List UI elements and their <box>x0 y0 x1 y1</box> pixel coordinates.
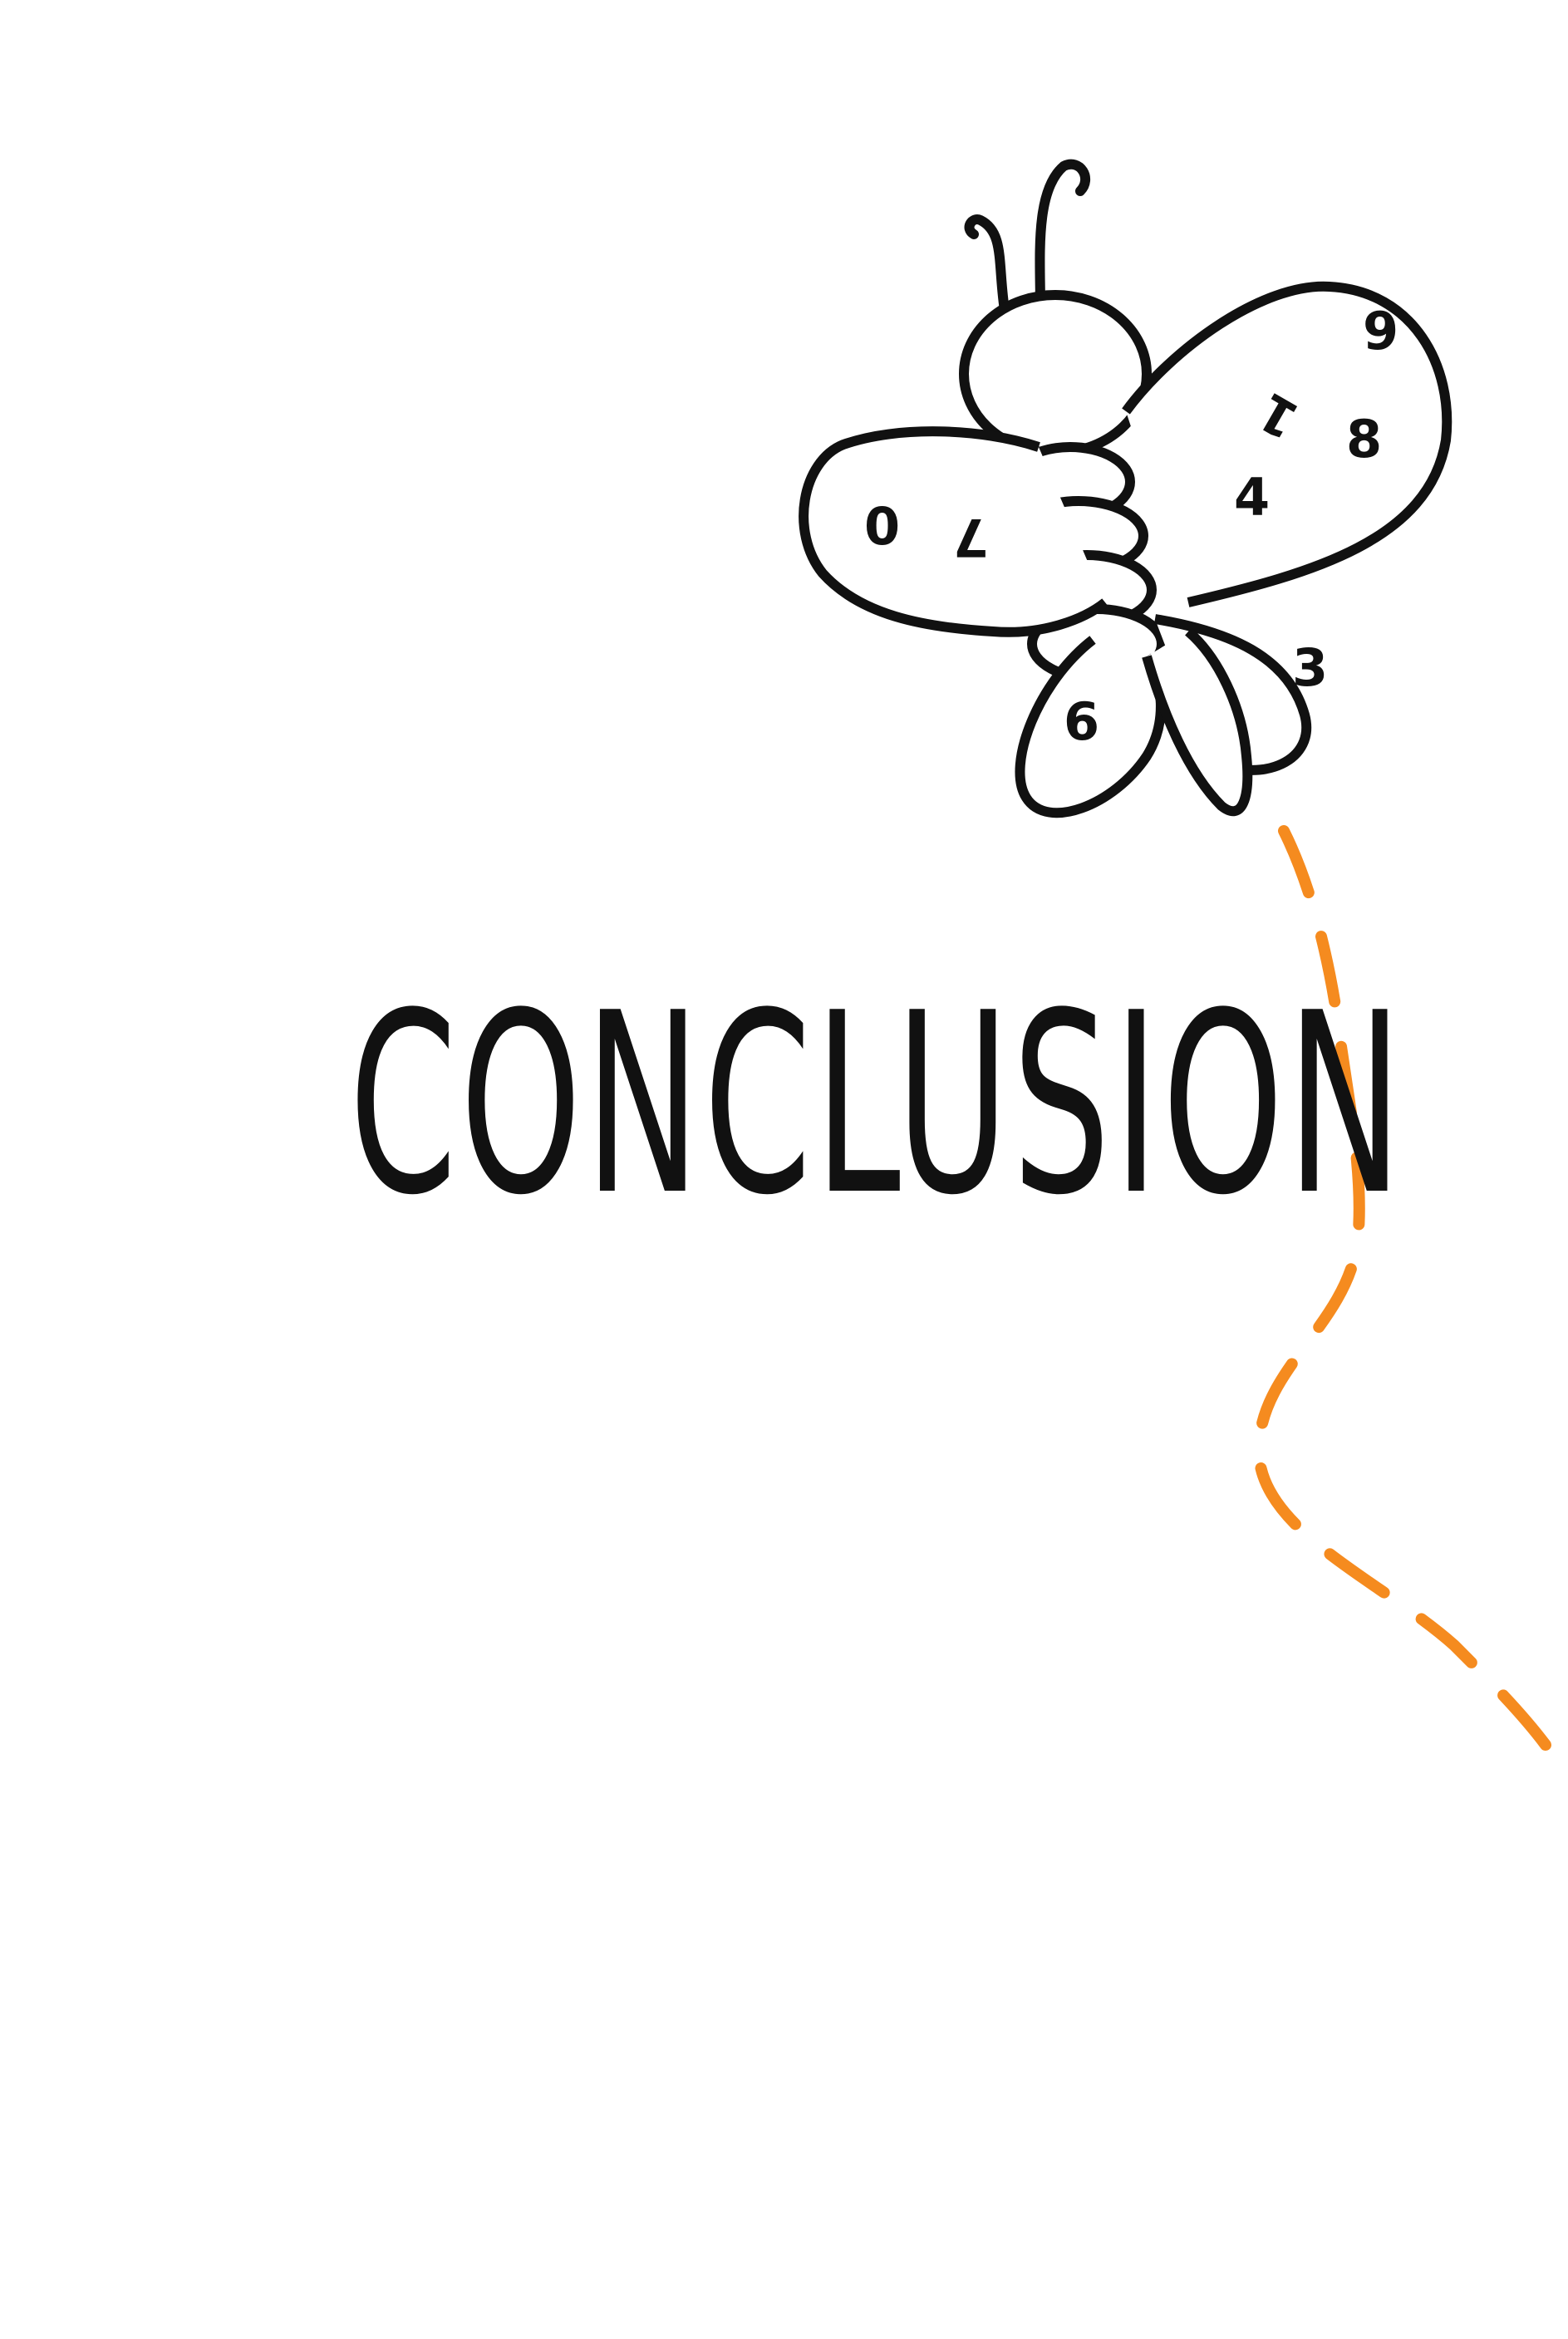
right-upper-wing <box>1122 281 1452 607</box>
right-antenna <box>1035 159 1090 312</box>
wing-number-6: 6 <box>1064 691 1099 752</box>
wing-number-9: 9 <box>1363 301 1398 361</box>
trail-path <box>1252 825 1551 1751</box>
wing-number-3: 3 <box>1292 637 1328 698</box>
wing-number-0: 0 <box>864 496 900 557</box>
wing-number-4: 4 <box>1234 467 1270 528</box>
left-antenna <box>964 214 1010 321</box>
dashed-flight-trail <box>1252 825 1551 1751</box>
page-title: CONCLUSION <box>349 960 1406 1250</box>
lower-left-wing <box>1015 636 1166 818</box>
butterfly-illustration: 0 7 9 1 8 4 3 6 <box>799 159 1452 818</box>
wing-number-8: 8 <box>1346 409 1382 469</box>
butterfly-tail <box>1142 627 1253 817</box>
left-wing <box>799 426 1108 637</box>
wing-number-7: 7 <box>953 507 989 568</box>
butterfly-head <box>959 290 1152 458</box>
